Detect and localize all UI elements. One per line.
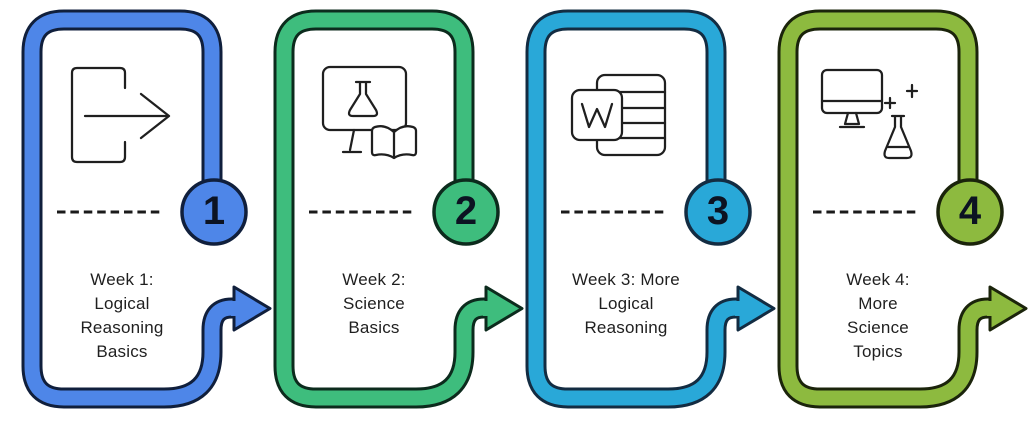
step-number-circle <box>684 178 752 246</box>
week-2-label: Week 2: Science Basics <box>342 270 406 337</box>
week-1-label: Week 1: Logical Reasoning Basics <box>80 270 164 361</box>
week-card-4 <box>788 20 1004 398</box>
arrow-joint <box>987 301 996 316</box>
week-4-label: Week 4: More Science Topics <box>846 270 910 361</box>
arrow-joint <box>231 301 240 316</box>
step-number: 2 <box>454 189 478 233</box>
monitor-flask-book-icon <box>321 65 418 160</box>
flow-arrows <box>231 285 1028 332</box>
logout-arrow-icon <box>70 66 171 164</box>
arrow-joint <box>483 301 492 316</box>
step-number: 1 <box>202 189 226 233</box>
step-number-circle <box>432 178 500 246</box>
week-card-2 <box>284 20 500 398</box>
arrow-to-week-2 <box>231 285 272 332</box>
arrow-to-week-4 <box>735 285 776 332</box>
week-3-label: Week 3: More Logical Reasoning <box>572 270 680 337</box>
step-number: 4 <box>958 189 982 233</box>
step-number-circle <box>936 178 1004 246</box>
arrow-to-week-3 <box>483 285 524 332</box>
week-card-3 <box>536 20 752 398</box>
week-card-1 <box>32 20 248 398</box>
step-number-circle <box>180 178 248 246</box>
word-document-icon <box>570 73 667 157</box>
monitor-flask-sparkles-icon <box>820 68 919 160</box>
arrow-joint <box>735 301 744 316</box>
arrow-exit <box>987 285 1028 332</box>
step-number: 3 <box>706 189 730 233</box>
